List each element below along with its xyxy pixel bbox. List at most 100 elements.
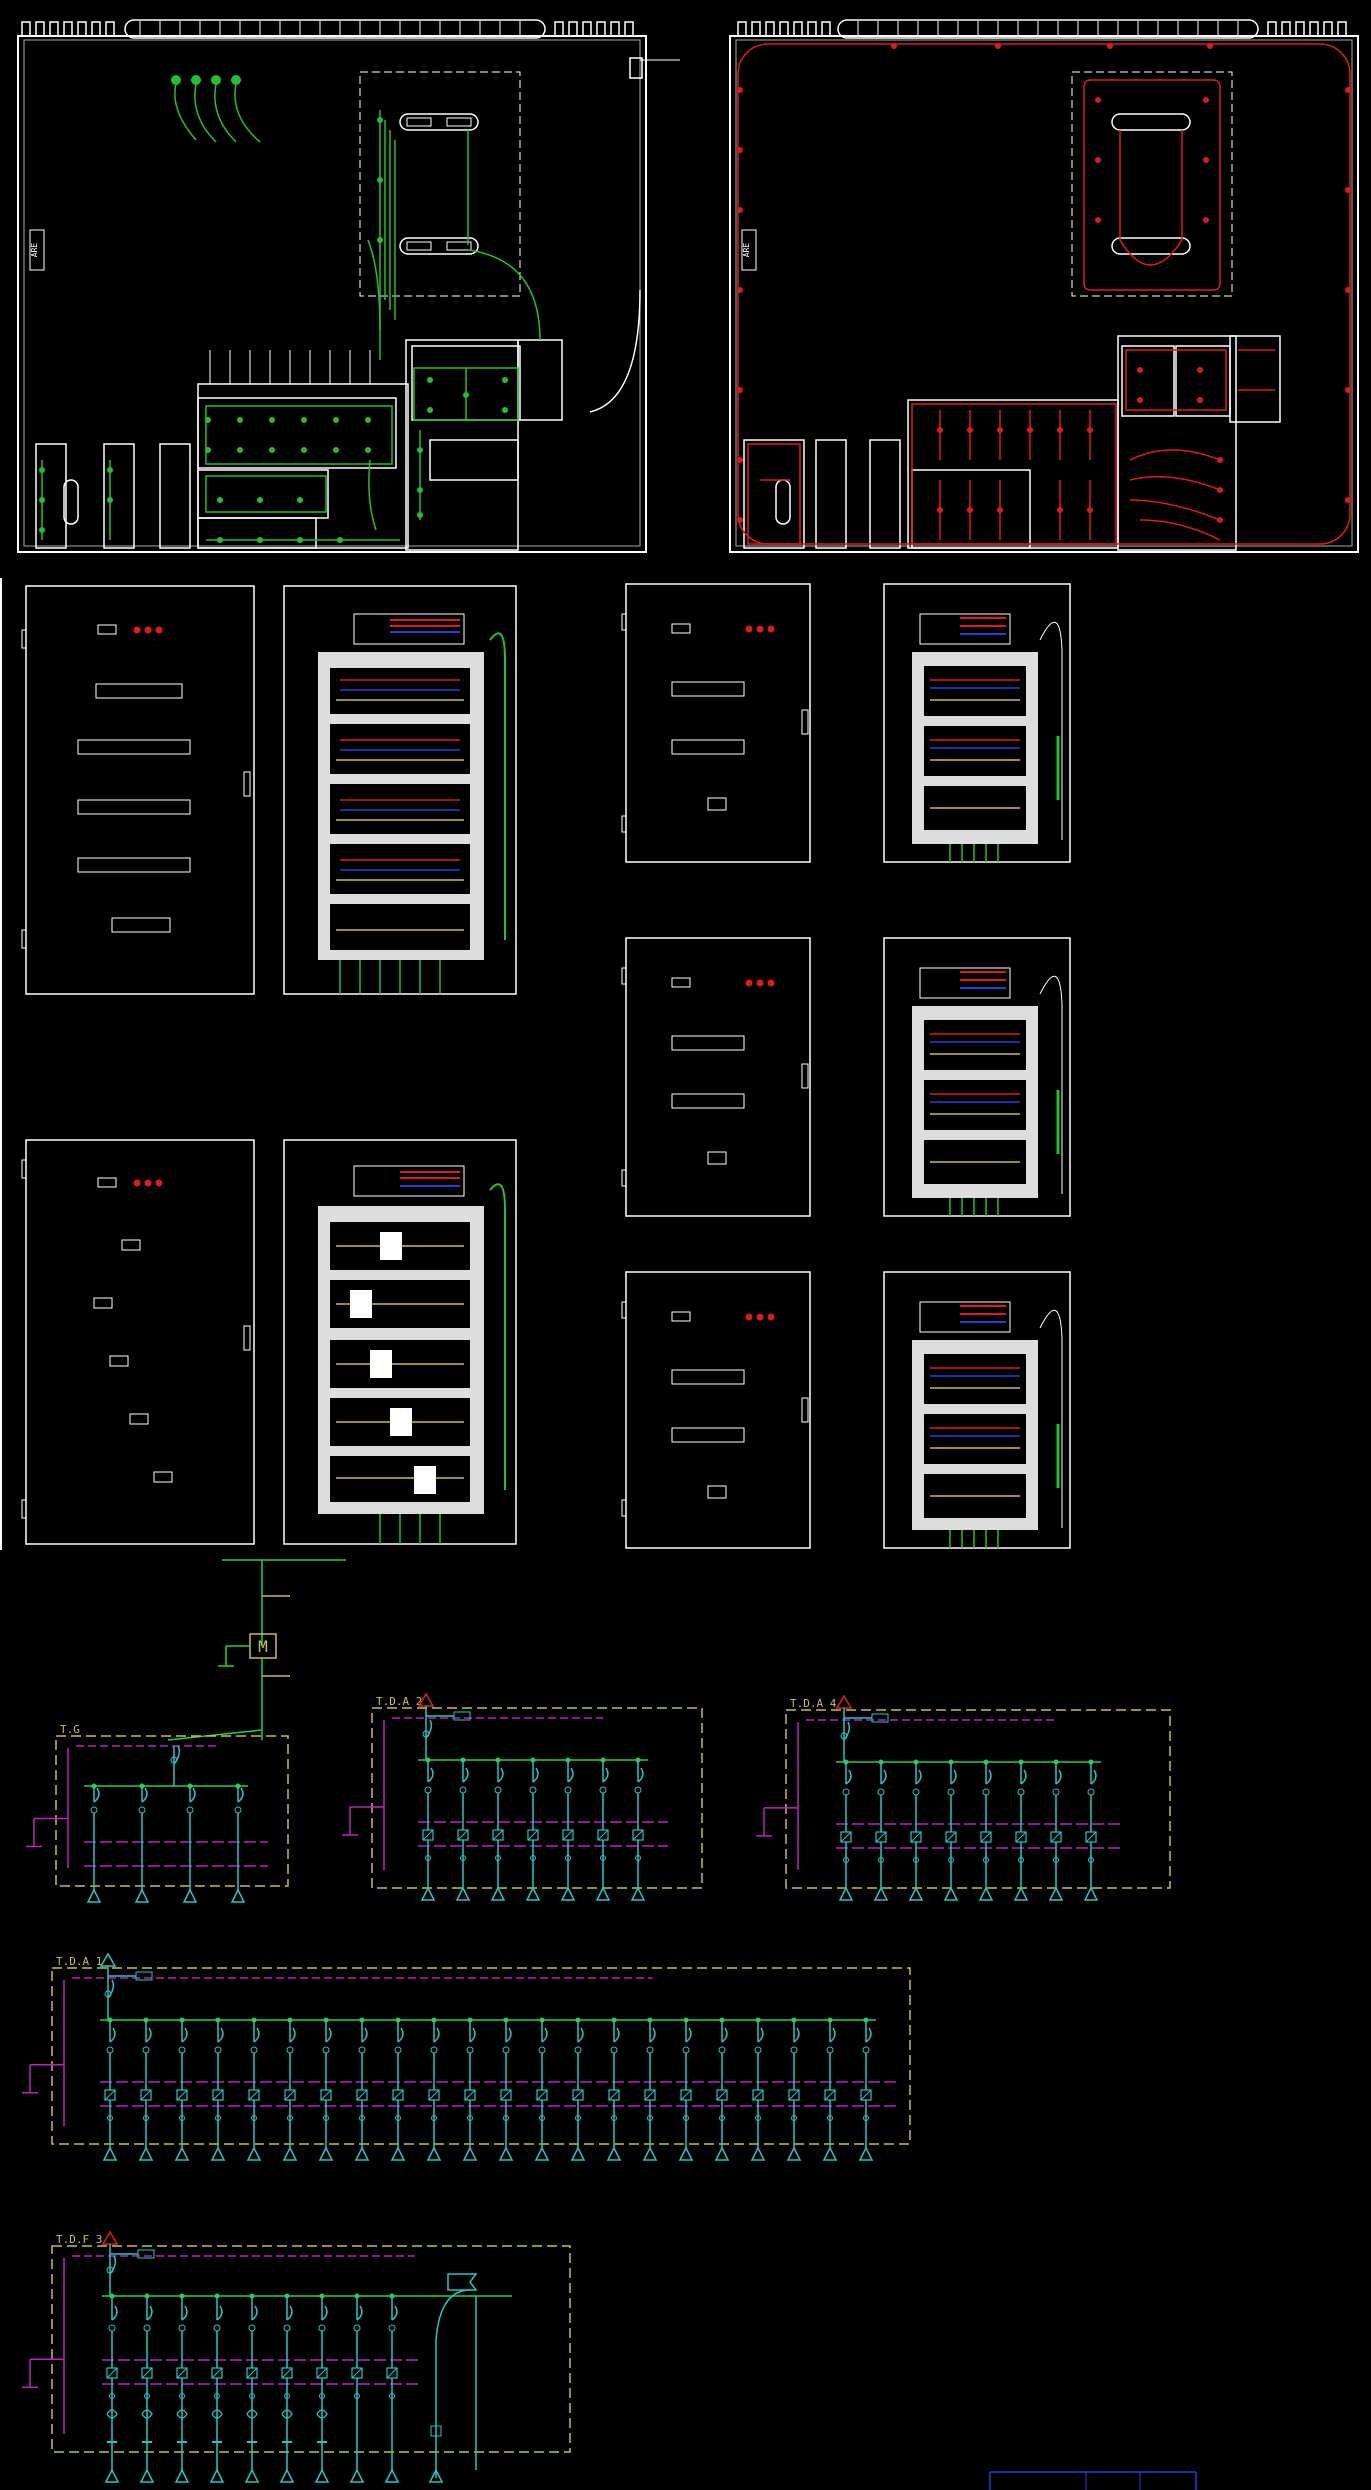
board-enclosure (51, 1967, 911, 2145)
board-label: T.D.A 4 (790, 1697, 837, 1710)
breaker-symbol (505, 2027, 512, 2043)
load-triangle-icon (560, 1886, 576, 1901)
load-triangle-icon (209, 2468, 225, 2483)
warning-triangle-icon (99, 1952, 117, 1967)
breaker-symbol (286, 2305, 293, 2321)
breaker-symbol (433, 2027, 440, 2043)
breaker-symbol (469, 2027, 476, 2043)
feeder-circuit (642, 2017, 658, 2161)
load-triangle-icon (714, 2146, 730, 2161)
board-diagram-board-tg: T.G (26, 1723, 289, 1903)
feeder-circuit (534, 2017, 550, 2161)
board-diagram-board-tda1: T.D.A 1 (22, 1952, 911, 2161)
feeder-circuit (490, 1757, 506, 1901)
feeder-circuit (606, 2017, 622, 2161)
load-triangle-icon (279, 2468, 295, 2483)
board-label: T.D.A 1 (56, 1955, 102, 1968)
floor-plan-lighting: ARE (17, 19, 680, 553)
load-triangle-icon (102, 2146, 118, 2161)
load-triangle-icon (838, 1886, 854, 1901)
breaker-symbol (145, 2027, 152, 2043)
feeder-circuit (174, 2293, 190, 2483)
panel-door-1 (21, 585, 255, 995)
load-triangle-icon (134, 1888, 150, 1903)
breaker-symbol (397, 2027, 404, 2043)
breaker-symbol (427, 1767, 434, 1783)
panel-door-5 (621, 1271, 811, 1549)
breaker-symbol (391, 2305, 398, 2321)
board-diagram-board-tdf3: T.D.F 3 (22, 2230, 571, 2483)
breaker-symbol (289, 2027, 296, 2043)
breaker-symbol (361, 2027, 368, 2043)
feeder-circuit (943, 1759, 959, 1901)
feeder-circuit (570, 2017, 586, 2161)
panel-door-3 (621, 583, 811, 863)
breaker-symbol (577, 2027, 584, 2043)
load-triangle-icon (282, 2146, 298, 2161)
load-triangle-icon (786, 2146, 802, 2161)
board-enclosure (785, 1709, 1171, 1889)
load-triangle-icon (525, 1886, 541, 1901)
feeder-circuit (455, 1757, 471, 1901)
breaker-symbol (109, 2027, 116, 2043)
load-triangle-icon (750, 2146, 766, 2161)
breaker-symbol (637, 1767, 644, 1783)
load-triangle-icon (1013, 1886, 1029, 1901)
load-triangle-icon (104, 2468, 120, 2483)
load-triangle-icon (420, 1886, 436, 1901)
load-triangle-icon (1048, 1886, 1064, 1901)
load-triangle-icon (642, 2146, 658, 2161)
feeder-circuit (838, 1759, 854, 1901)
breaker-symbol (602, 1767, 609, 1783)
breaker-symbol (829, 2027, 836, 2043)
feeder-circuit (873, 1759, 889, 1901)
breaker-symbol (325, 2027, 332, 2043)
load-triangle-icon (606, 2146, 622, 2161)
breaker-symbol (541, 2027, 548, 2043)
feeder-circuit (282, 2017, 298, 2161)
feeder-circuit (525, 1757, 541, 1901)
breaker-symbol (1055, 1769, 1062, 1785)
feeder-circuit (678, 2017, 694, 2161)
breaker-symbol (111, 2305, 118, 2321)
load-triangle-icon (138, 2146, 154, 2161)
board-enclosure (51, 2245, 571, 2453)
feeder-circuit (978, 1759, 994, 1901)
breaker-symbol (181, 2305, 188, 2321)
panel-interior-2 (283, 1139, 517, 1545)
load-triangle-icon (630, 1886, 646, 1901)
meter-label: M (258, 1637, 268, 1656)
feeder-circuit (104, 2293, 120, 2483)
breaker-symbol (845, 1769, 852, 1785)
load-triangle-icon (244, 2468, 260, 2483)
board-diagram-board-tda4: T.D.A 4 (756, 1694, 1171, 1901)
feeder-circuit (182, 1783, 198, 1903)
feeder-circuit (1083, 1759, 1099, 1901)
breaker-symbol (93, 1787, 100, 1803)
feeder-circuit (462, 2017, 478, 2161)
panel-interior-1 (283, 585, 517, 995)
board-enclosure (55, 1735, 289, 1887)
load-triangle-icon (490, 1886, 506, 1901)
feeder-circuit (426, 2017, 442, 2161)
feeder-circuit (630, 1757, 646, 1901)
breaker-symbol (251, 2305, 258, 2321)
feeder-circuit (858, 2017, 874, 2161)
warning-triangle-icon (101, 2230, 119, 2245)
breaker-symbol (1090, 1769, 1097, 1785)
breaker-symbol (950, 1769, 957, 1785)
feeder-circuit (714, 2017, 730, 2161)
load-triangle-icon (873, 1886, 889, 1901)
load-triangle-icon (822, 2146, 838, 2161)
feeder-circuit (786, 2017, 802, 2161)
floor-plan-power: ARE (729, 19, 1359, 553)
feeder-circuit (1048, 1759, 1064, 1901)
feeder-circuit (384, 2293, 400, 2483)
load-triangle-icon (139, 2468, 155, 2483)
feeder-circuit (498, 2017, 514, 2161)
breaker-symbol (721, 2027, 728, 2043)
load-triangle-icon (858, 2146, 874, 2161)
load-triangle-icon (426, 2146, 442, 2161)
load-triangle-icon (349, 2468, 365, 2483)
